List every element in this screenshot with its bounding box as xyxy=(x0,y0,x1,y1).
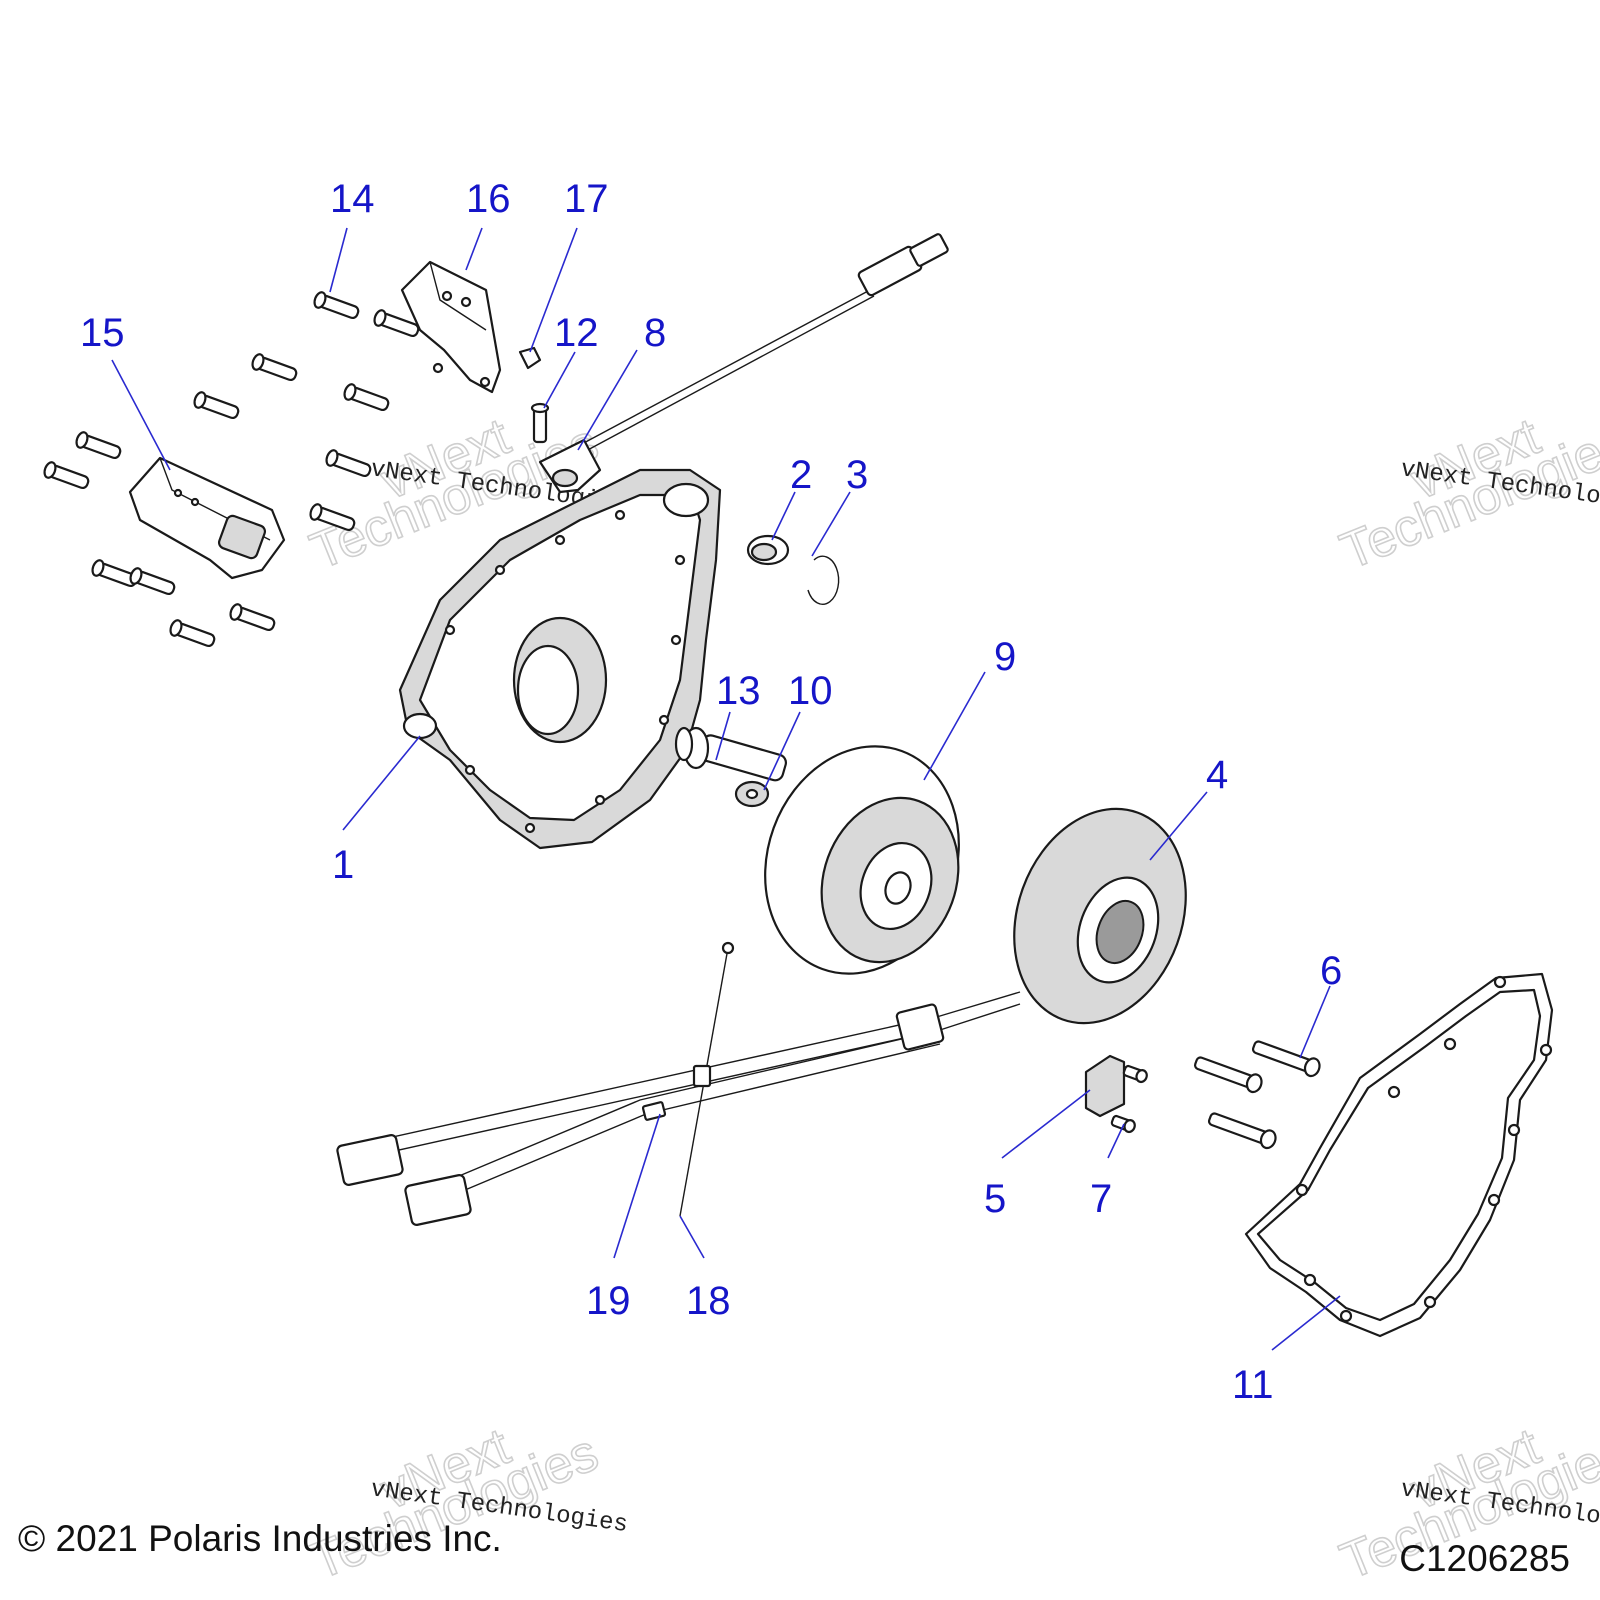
bearing-part-2 xyxy=(746,534,790,566)
callout-4: 4 xyxy=(1206,753,1228,797)
callout-10: 10 xyxy=(788,669,833,713)
callout-12: 12 xyxy=(554,311,599,355)
callout-6: 6 xyxy=(1320,949,1342,993)
stator-part-4 xyxy=(1013,807,1187,1025)
copyright-notice: © 2021 Polaris Industries Inc. xyxy=(18,1518,502,1559)
callout-3: 3 xyxy=(846,453,868,497)
bolt-set xyxy=(43,291,420,648)
callout-5: 5 xyxy=(984,1177,1006,1221)
cover-bolt-holes xyxy=(444,509,686,834)
leader-lines xyxy=(111,227,1341,1351)
bracket-part-16 xyxy=(400,260,502,394)
plate-part-5 xyxy=(1084,1054,1126,1118)
flywheel-part-9 xyxy=(764,745,960,975)
callout-19: 19 xyxy=(586,1279,631,1323)
callout-17: 17 xyxy=(564,177,609,221)
washer-part-10 xyxy=(734,780,770,808)
callout-16: 16 xyxy=(466,177,511,221)
callout-labels: 1 2 3 4 5 6 7 8 9 10 11 12 13 14 15 16 1… xyxy=(80,177,1342,1407)
harness-wires xyxy=(336,991,1021,1226)
bolt-part-13 xyxy=(674,726,788,782)
screw-part-7 xyxy=(1110,1064,1148,1134)
callout-1: 1 xyxy=(332,843,354,887)
callout-13: 13 xyxy=(716,669,761,713)
clip-part-17 xyxy=(518,346,542,370)
callout-9: 9 xyxy=(994,635,1016,679)
bracket-part-15 xyxy=(128,456,286,580)
callout-14: 14 xyxy=(330,177,375,221)
callout-11: 11 xyxy=(1232,1363,1274,1407)
callout-15: 15 xyxy=(80,311,125,355)
gasket-bolt-holes xyxy=(1295,975,1553,1323)
callout-2: 2 xyxy=(790,453,812,497)
pin-part-12 xyxy=(530,402,550,444)
gasket-part-11 xyxy=(1244,972,1554,1338)
watermark-bottom-center: vNext Technologies vNext Technologies xyxy=(302,1417,629,1592)
watermark-top-right: vNext Technologies vNext Technologies xyxy=(1332,407,1600,582)
cover-part-1 xyxy=(398,468,722,850)
bolt-part-6 xyxy=(1193,1040,1321,1150)
snap-ring-part-3 xyxy=(807,555,840,605)
callout-8: 8 xyxy=(644,311,666,355)
callout-18: 18 xyxy=(686,1279,731,1323)
sensor-part-8 xyxy=(538,233,949,494)
figure-code: C1206285 xyxy=(1399,1538,1570,1579)
callout-7: 7 xyxy=(1090,1177,1112,1221)
